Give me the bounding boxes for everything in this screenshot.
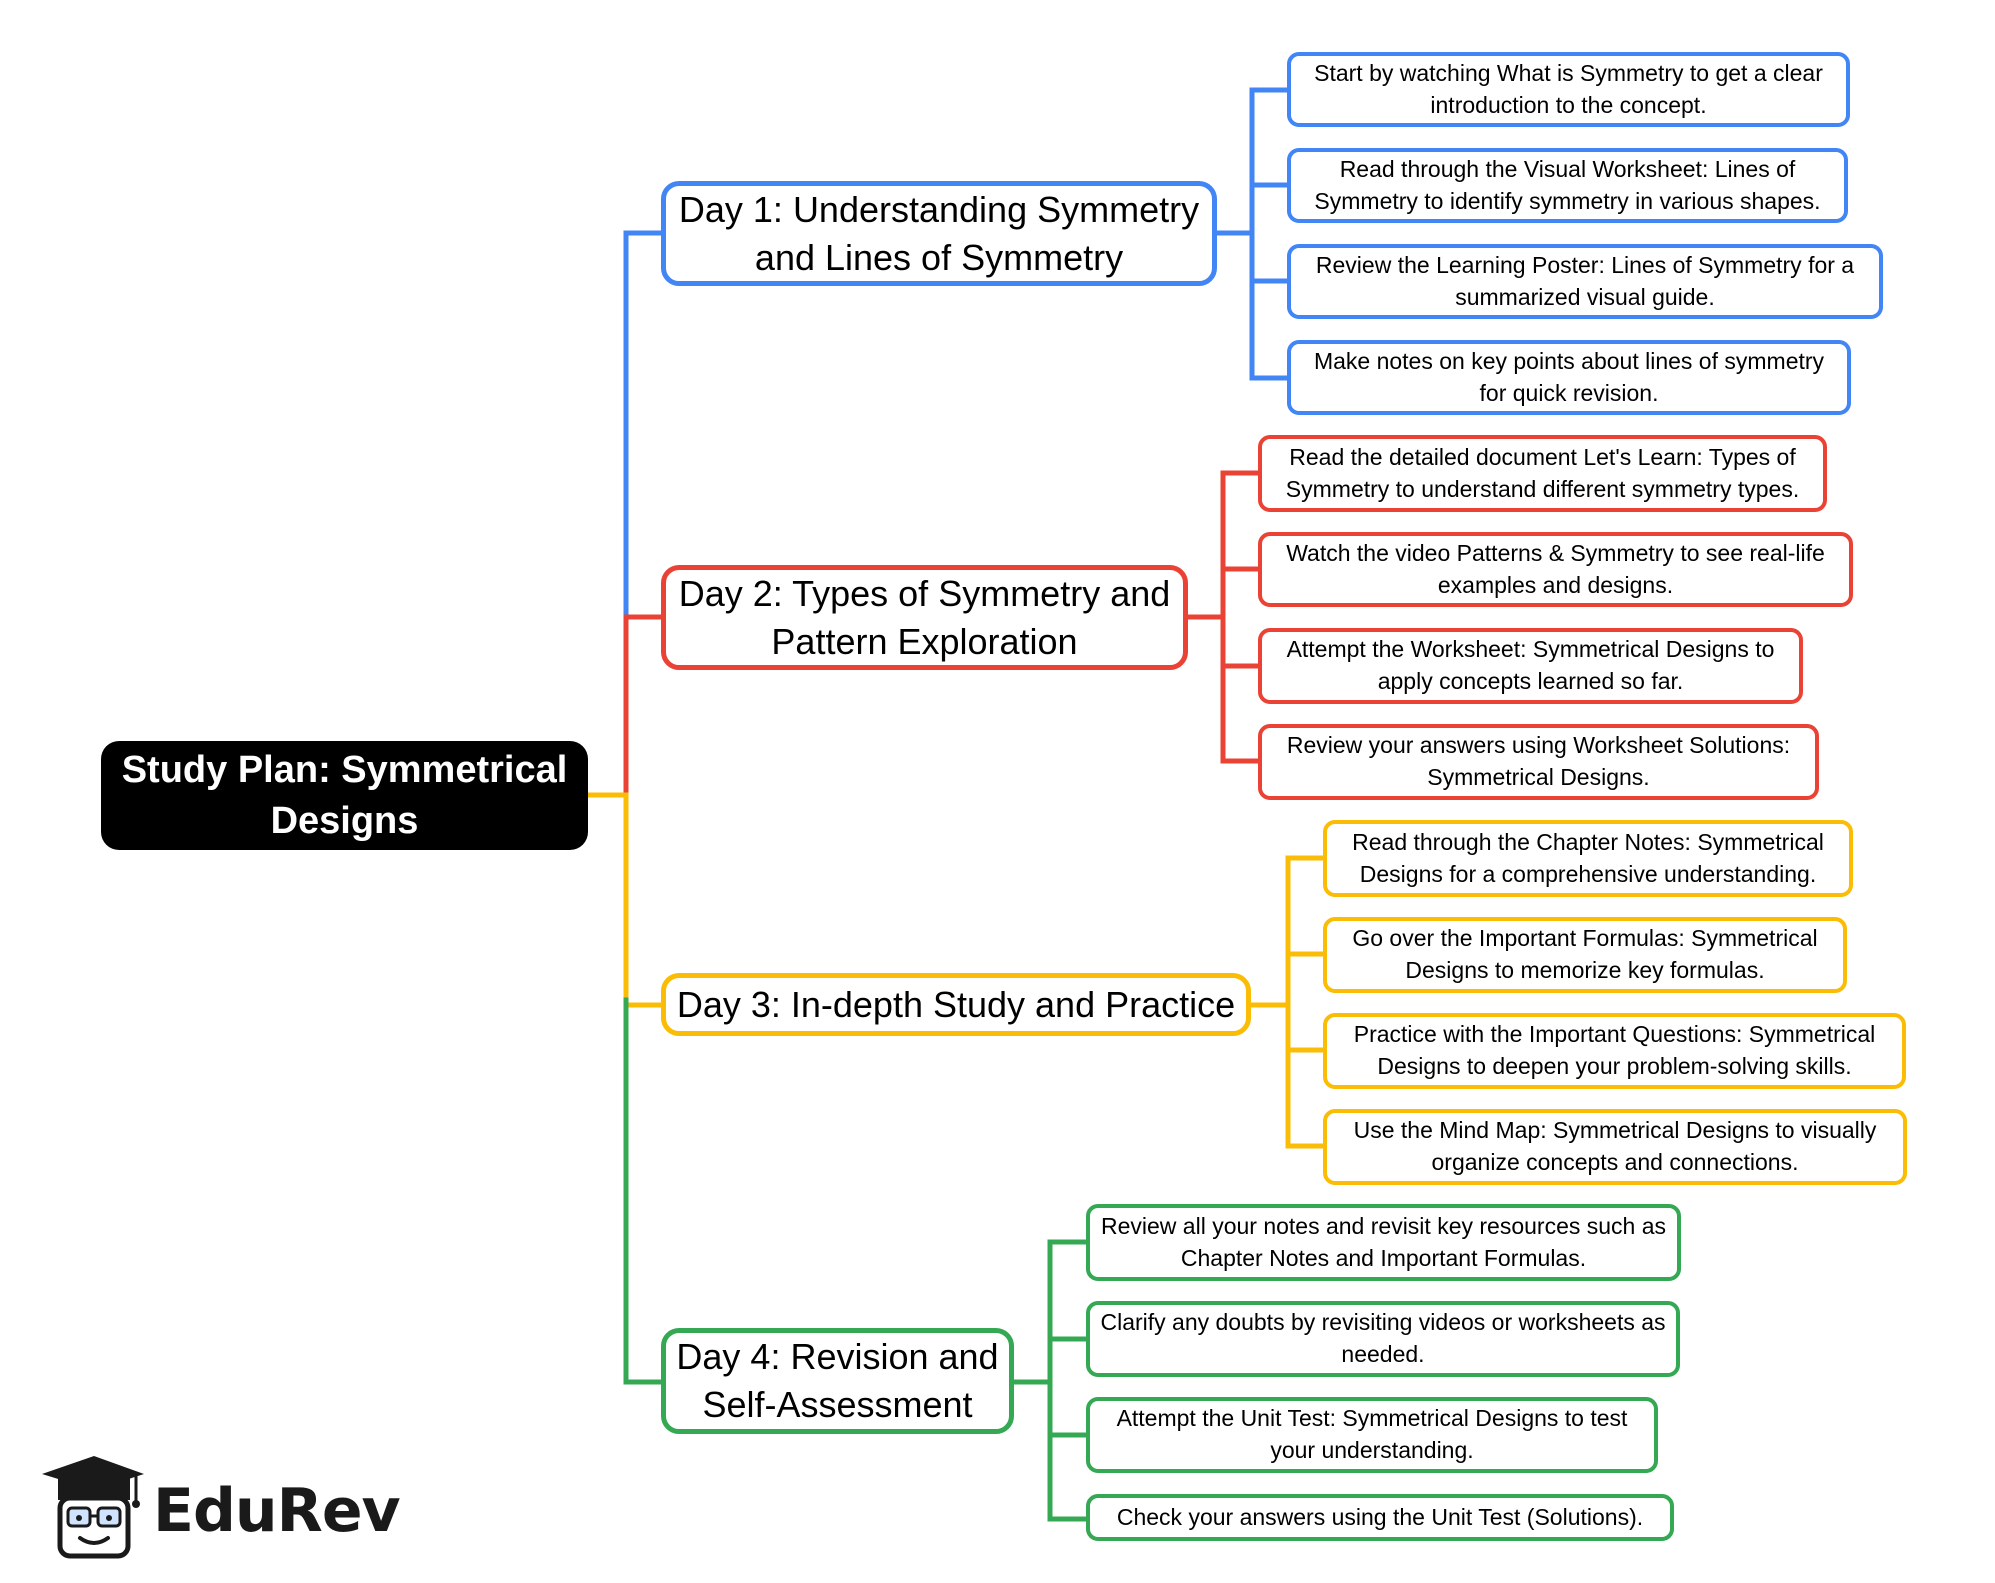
day-3-task-4: Use the Mind Map: Symmetrical Designs to… bbox=[1323, 1109, 1907, 1185]
day-1-task-1: Start by watching What is Symmetry to ge… bbox=[1287, 52, 1850, 127]
day-1-task-4: Make notes on key points about lines of … bbox=[1287, 340, 1851, 415]
day-2-task-4: Review your answers using Worksheet Solu… bbox=[1258, 724, 1819, 800]
connector-day1-tasks bbox=[1214, 87, 1292, 381]
day-1-task-2: Read through the Visual Worksheet: Lines… bbox=[1287, 148, 1848, 223]
day-3-task-1: Read through the Chapter Notes: Symmetri… bbox=[1323, 820, 1853, 897]
brand-logo-text: EduRev bbox=[153, 1476, 401, 1546]
day-2-label: Day 2: Types of Symmetry and Pattern Exp… bbox=[678, 572, 1171, 662]
connector-trunk-day3 bbox=[623, 792, 667, 1008]
day-4-node: Day 4: Revision and Self-Assessment bbox=[661, 1328, 1014, 1434]
connector-trunk-day4 bbox=[623, 997, 667, 1385]
task-text: Read through the Visual Worksheet: Lines… bbox=[1314, 155, 1821, 214]
day-1-task-3: Review the Learning Poster: Lines of Sym… bbox=[1287, 244, 1883, 319]
connector-trunk-day1 bbox=[623, 230, 667, 620]
task-text: Review all your notes and revisit key re… bbox=[1100, 1212, 1667, 1271]
root-node: Study Plan: Symmetrical Designs bbox=[101, 741, 588, 850]
day-4-task-4: Check your answers using the Unit Test (… bbox=[1086, 1494, 1674, 1541]
connector-trunk-day2 bbox=[623, 614, 667, 1003]
task-text: Clarify any doubts by revisiting videos … bbox=[1100, 1309, 1666, 1367]
task-text: Use the Mind Map: Symmetrical Designs to… bbox=[1353, 1117, 1877, 1175]
connector-day3-tasks bbox=[1248, 855, 1328, 1149]
root-label: Study Plan: Symmetrical Designs bbox=[121, 749, 568, 842]
day-3-node: Day 3: In-depth Study and Practice bbox=[661, 973, 1251, 1036]
day-3-task-3: Practice with the Important Questions: S… bbox=[1323, 1013, 1906, 1089]
connector-day4-tasks bbox=[1010, 1239, 1091, 1522]
task-text: Attempt the Worksheet: Symmetrical Desig… bbox=[1286, 636, 1775, 694]
task-text: Go over the Important Formulas: Symmetri… bbox=[1352, 925, 1818, 983]
day-4-label: Day 4: Revision and Self-Assessment bbox=[676, 1336, 999, 1425]
day-2-node: Day 2: Types of Symmetry and Pattern Exp… bbox=[661, 565, 1188, 670]
task-text: Start by watching What is Symmetry to ge… bbox=[1314, 59, 1823, 118]
task-text: Read the detailed document Let's Learn: … bbox=[1285, 443, 1800, 502]
day-3-task-2: Go over the Important Formulas: Symmetri… bbox=[1323, 917, 1847, 993]
day-2-task-1: Read the detailed document Let's Learn: … bbox=[1258, 435, 1827, 512]
day-1-label: Day 1: Understanding Symmetry and Lines … bbox=[678, 188, 1200, 278]
day-2-task-2: Watch the video Patterns & Symmetry to s… bbox=[1258, 532, 1853, 607]
task-text: Check your answers using the Unit Test (… bbox=[1116, 1503, 1644, 1530]
task-text: Watch the video Patterns & Symmetry to s… bbox=[1286, 539, 1825, 598]
task-text: Attempt the Unit Test: Symmetrical Desig… bbox=[1116, 1405, 1628, 1463]
connector-day2-tasks bbox=[1185, 470, 1263, 764]
day-4-task-3: Attempt the Unit Test: Symmetrical Desig… bbox=[1086, 1397, 1658, 1473]
day-1-node: Day 1: Understanding Symmetry and Lines … bbox=[661, 181, 1217, 286]
task-text: Read through the Chapter Notes: Symmetri… bbox=[1352, 828, 1824, 887]
day-4-task-1: Review all your notes and revisit key re… bbox=[1086, 1204, 1681, 1281]
day-4-task-2: Clarify any doubts by revisiting videos … bbox=[1086, 1301, 1680, 1377]
task-text: Practice with the Important Questions: S… bbox=[1353, 1021, 1876, 1079]
task-text: Review your answers using Worksheet Solu… bbox=[1286, 732, 1791, 790]
day-3-label: Day 3: In-depth Study and Practice bbox=[676, 983, 1236, 1025]
task-text: Review the Learning Poster: Lines of Sym… bbox=[1315, 251, 1855, 310]
graduation-cap-mascot-icon bbox=[42, 1456, 144, 1559]
task-text: Make notes on key points about lines of … bbox=[1313, 347, 1825, 406]
day-2-task-3: Attempt the Worksheet: Symmetrical Desig… bbox=[1258, 628, 1803, 704]
